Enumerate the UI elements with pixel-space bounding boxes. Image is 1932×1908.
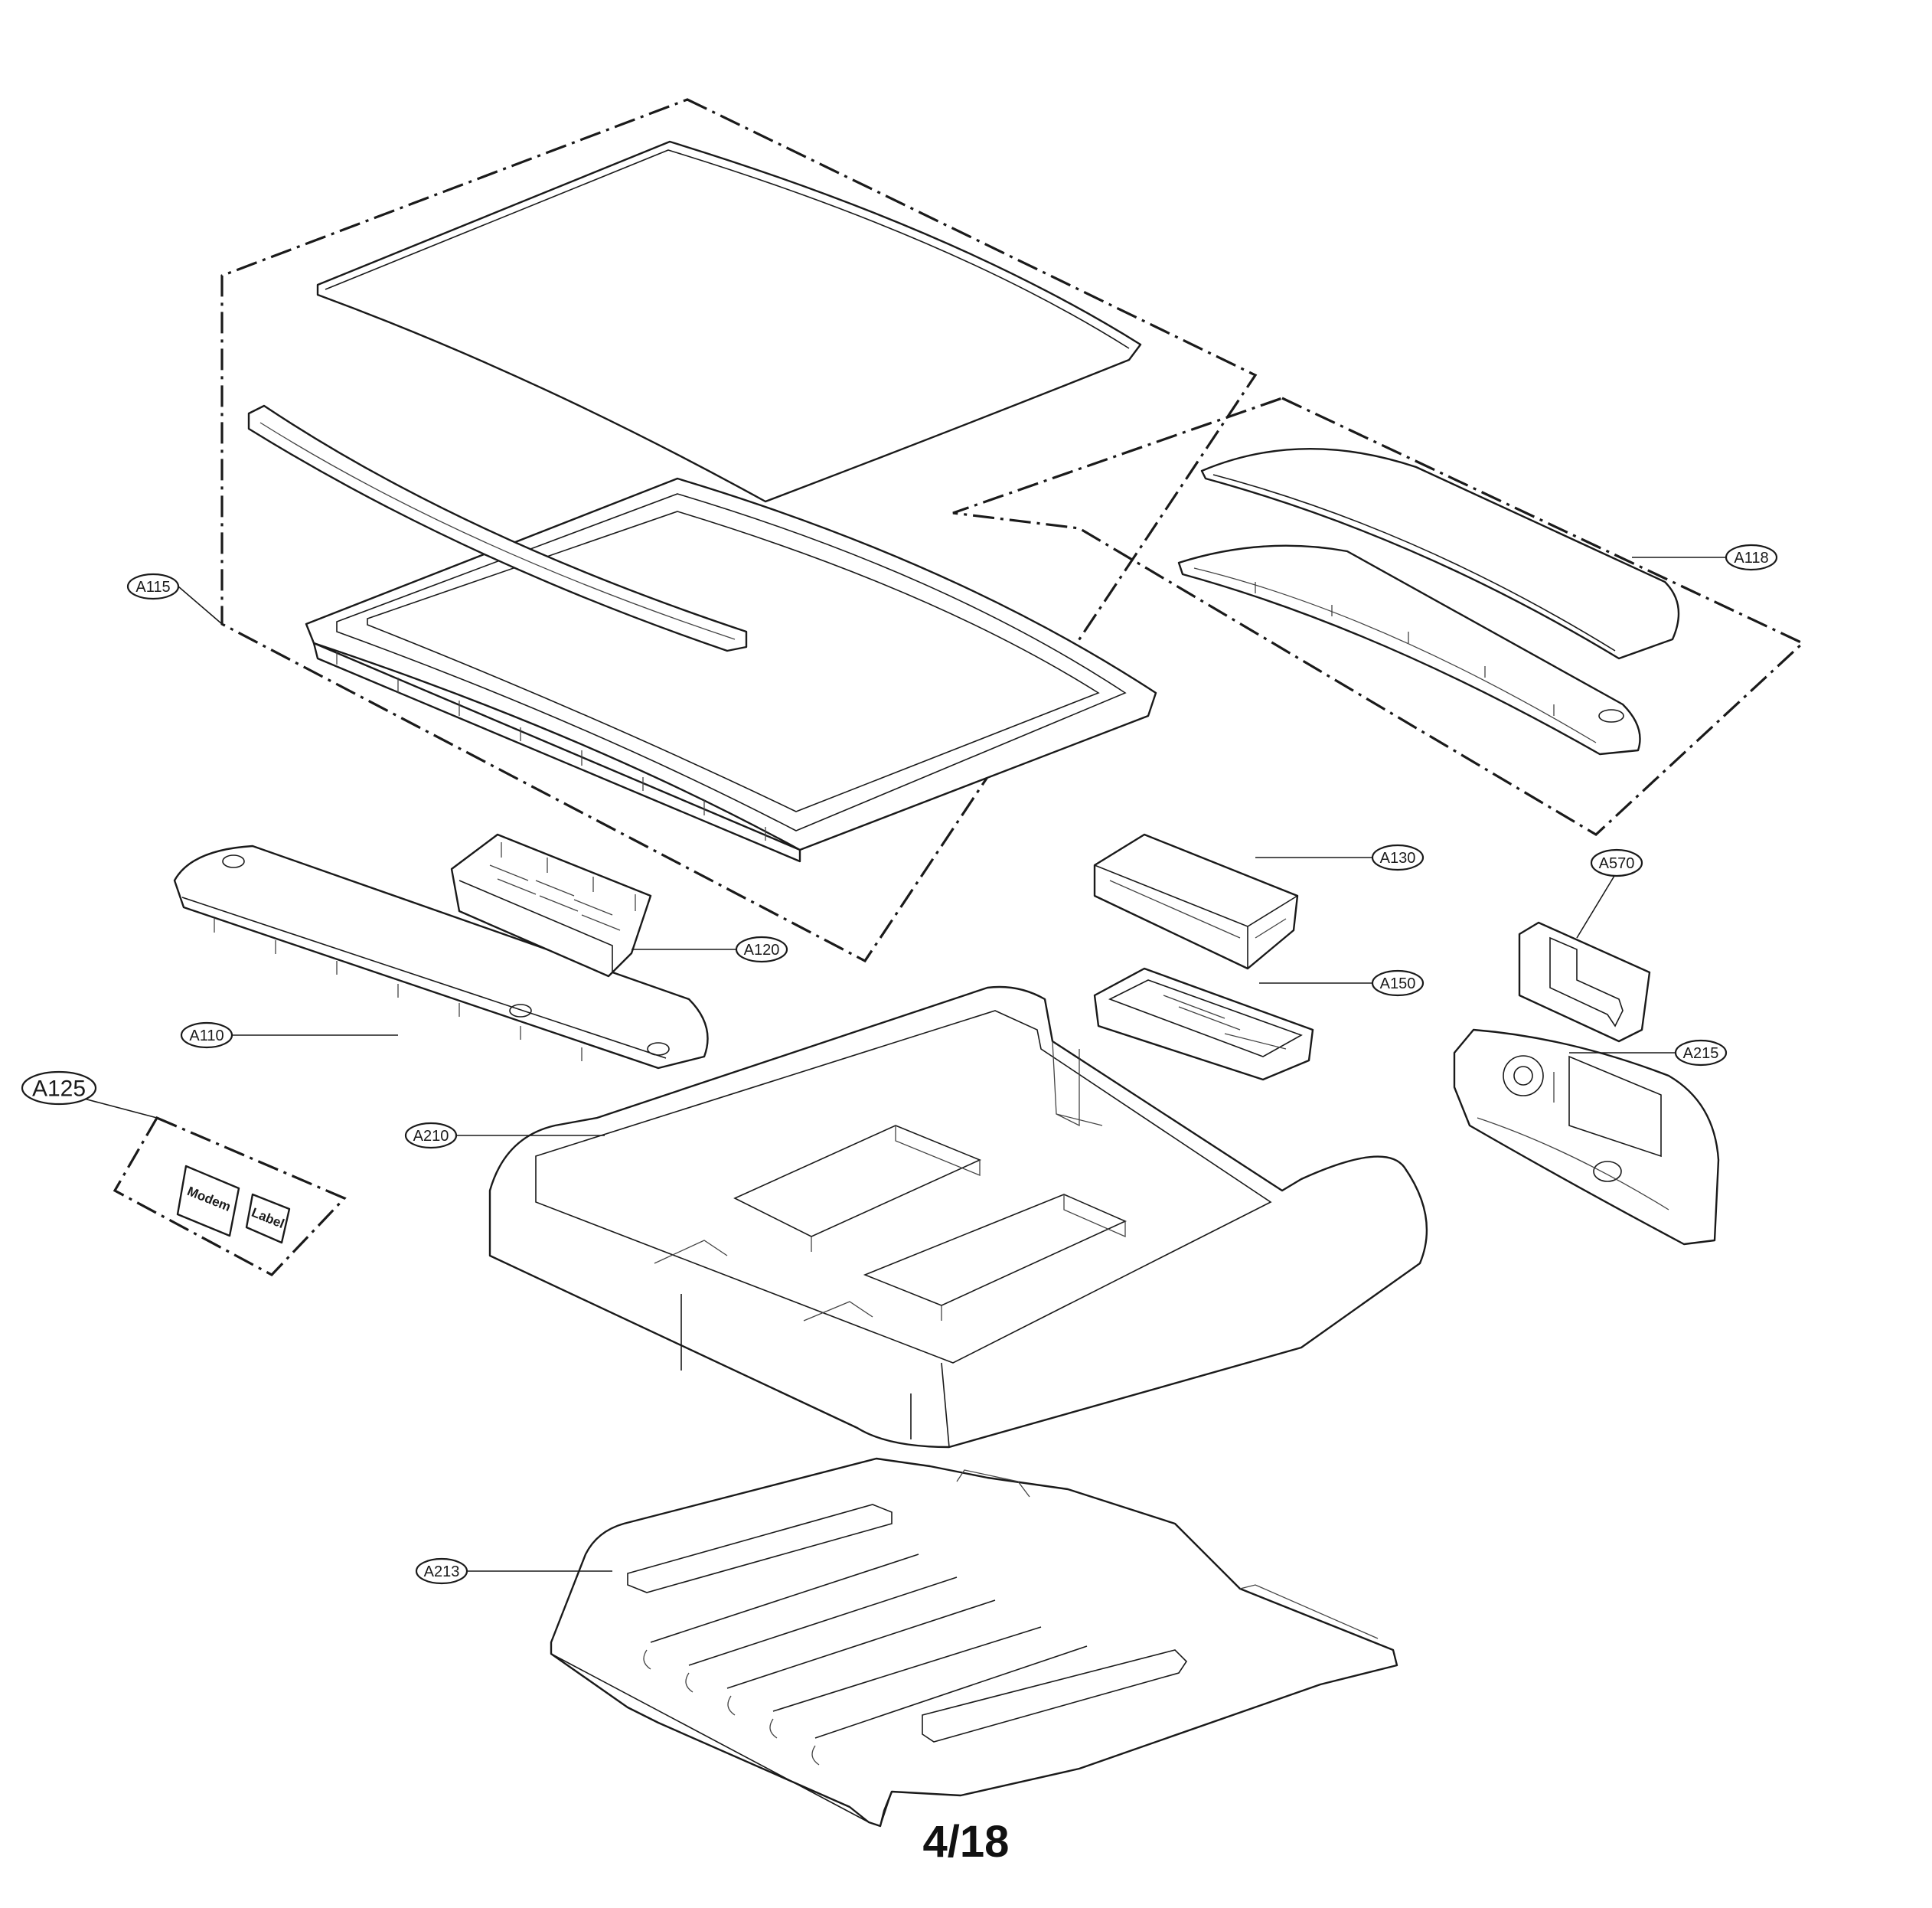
callout-a215: A215 bbox=[1674, 1039, 1728, 1067]
leader-a125 bbox=[83, 1098, 158, 1119]
group-boundary-a125 bbox=[113, 1116, 347, 1276]
callout-a125: A125 bbox=[21, 1070, 97, 1106]
callout-a118: A118 bbox=[1725, 544, 1778, 571]
callout-a150-text: A150 bbox=[1380, 975, 1416, 992]
lid-glass-panel bbox=[316, 140, 1142, 503]
group-boundary-a115 bbox=[220, 98, 1258, 963]
modem-bracket-a150 bbox=[1093, 967, 1314, 1081]
leader-a570 bbox=[1576, 875, 1615, 939]
callout-a210-text: A210 bbox=[413, 1128, 449, 1145]
lid-frame bbox=[305, 477, 1157, 863]
lid-hinge-bar bbox=[247, 404, 748, 652]
callout-a120-text: A120 bbox=[744, 942, 780, 959]
callout-a570-text: A570 bbox=[1599, 855, 1635, 872]
callout-a110-text: A110 bbox=[189, 1028, 224, 1044]
callout-a115-text: A115 bbox=[135, 579, 170, 596]
leader-a115 bbox=[178, 586, 223, 625]
callout-a215-text: A215 bbox=[1683, 1045, 1719, 1062]
page-number: 4/18 bbox=[922, 1817, 1010, 1867]
callout-a110: A110 bbox=[180, 1021, 233, 1049]
modem-a130 bbox=[1093, 833, 1299, 970]
control-cover-base bbox=[1177, 544, 1641, 756]
top-plate-a210 bbox=[488, 985, 1428, 1449]
callout-a213-text: A213 bbox=[424, 1563, 460, 1580]
cover-plate-a570 bbox=[1518, 921, 1651, 1043]
modem-sticker: Modem bbox=[176, 1165, 240, 1237]
callout-a213: A213 bbox=[415, 1557, 468, 1585]
control-cover-top bbox=[1200, 448, 1680, 660]
control-panel-a110 bbox=[173, 845, 709, 1070]
callout-a570: A570 bbox=[1590, 848, 1643, 877]
rear-bracket-a215 bbox=[1453, 1028, 1720, 1246]
main-pcb-a120 bbox=[450, 833, 652, 978]
callout-a120: A120 bbox=[735, 936, 788, 963]
callout-a115: A115 bbox=[126, 573, 180, 600]
callout-a130: A130 bbox=[1371, 844, 1425, 871]
base-shield-a213 bbox=[550, 1457, 1398, 1828]
callout-a130-text: A130 bbox=[1380, 850, 1416, 867]
group-boundary-a118 bbox=[952, 397, 1805, 836]
callout-a125-text: A125 bbox=[32, 1077, 86, 1102]
callout-a150: A150 bbox=[1371, 969, 1425, 997]
callout-a118-text: A118 bbox=[1734, 550, 1768, 567]
label-sticker: Label bbox=[245, 1193, 291, 1244]
callout-a210: A210 bbox=[404, 1122, 458, 1149]
